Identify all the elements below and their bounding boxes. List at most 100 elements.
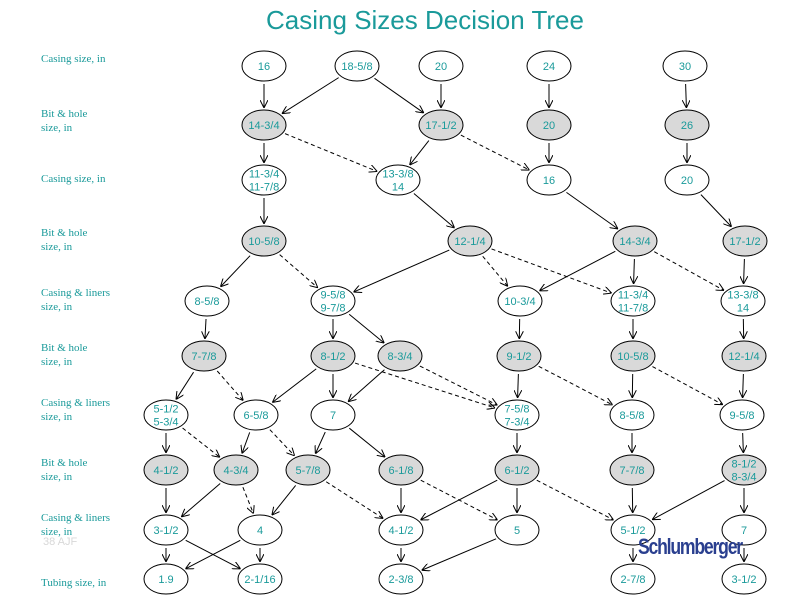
node-label: 2-1/16 (244, 574, 275, 586)
node-label: 13-3/8 (382, 169, 413, 181)
edge-b812-to-c758 (354, 362, 494, 408)
node-casing-c1134b: 11-3/411-7/8 (610, 285, 656, 317)
bit-ellipse (418, 109, 464, 141)
node-label: 7 (330, 410, 336, 422)
node-label: 16 (543, 175, 555, 187)
edge-c512-to-b434 (182, 427, 220, 457)
bit-ellipse (721, 454, 767, 486)
edge-c958-to-b834 (348, 313, 383, 342)
edge-b912-to-c858b (538, 365, 612, 404)
casing-ellipse (526, 164, 572, 196)
node-casing-c1034: 10-3/4 (497, 285, 543, 317)
casing-ellipse (334, 50, 380, 82)
casing-ellipse (497, 285, 543, 317)
node-label: 2-7/8 (620, 574, 645, 586)
node-bit-b778: 7-7/8 (181, 340, 227, 372)
row-label-bit-1: Bit & hole size, in (41, 108, 88, 134)
row-label-bit-4: Bit & hole size, in (41, 457, 88, 483)
edge-b912-to-c758 (518, 373, 519, 397)
edges-layer (166, 77, 744, 570)
casing-ellipse (233, 399, 279, 431)
edge-b1214-to-c1034 (482, 255, 507, 285)
casing-ellipse (526, 50, 572, 82)
node-bit-b912: 9-1/2 (496, 340, 542, 372)
casing-ellipse (237, 514, 283, 546)
edge-b778-to-c512 (177, 371, 194, 398)
node-label: 1.9 (158, 574, 173, 586)
casing-ellipse (241, 164, 287, 196)
node-label: 9-5/8 (729, 410, 754, 422)
edge-b1434b-to-c1338b (654, 251, 723, 290)
bit-ellipse (664, 109, 710, 141)
casing-ellipse (609, 399, 655, 431)
casing-ellipse (378, 514, 424, 546)
node-label: 4-1/2 (153, 465, 178, 477)
node-label: 9-1/2 (506, 351, 531, 363)
node-label: 20 (543, 120, 555, 132)
edge-b578-to-c412 (325, 481, 382, 518)
node-bit-b26: 26 (664, 109, 710, 141)
node-label: 11-3/4 (249, 169, 279, 181)
node-casing-c512: 5-1/25-3/4 (143, 399, 189, 431)
edge-c7-to-b578 (316, 431, 326, 453)
node-casing-c4: 4 (237, 514, 283, 546)
edge-c1338-to-b1214 (413, 193, 454, 227)
edge-b1712-to-c16b (460, 134, 529, 169)
edge-c658-to-b434 (242, 432, 251, 452)
edge-b434-to-c312 (182, 483, 221, 517)
node-bit-b434: 4-3/4 (213, 454, 259, 486)
node-label: 12-1/4 (454, 236, 485, 248)
node-tubing-t19: 1.9 (143, 563, 189, 595)
node-label: 16 (258, 61, 270, 73)
edge-b1434b-to-c1034 (540, 250, 616, 290)
node-label: 5-3/4 (153, 417, 178, 429)
node-casing-c7: 7 (310, 399, 356, 431)
edge-b812b-to-c512b (653, 480, 725, 520)
edge-b1214-to-c958 (354, 249, 450, 292)
node-label: 14 (737, 303, 749, 315)
row-label-casing-liners-2: Casing & liners size, in (41, 397, 111, 423)
node-label: 4-1/2 (388, 525, 413, 537)
node-label: 7-5/8 (504, 404, 529, 416)
edge-b778-to-c658 (216, 370, 242, 400)
bit-ellipse (377, 340, 423, 372)
casing-ellipse (184, 285, 230, 317)
tubing-ellipse (143, 563, 189, 595)
row-label-casing-liners-1: Casing & liners size, in (41, 287, 111, 313)
edge-c5-to-t238 (423, 538, 497, 570)
edge-c1858-to-b1434 (283, 77, 339, 113)
node-casing-c20b: 20 (664, 164, 710, 196)
row-label-bit-2: Bit & hole size, in (41, 227, 88, 253)
casing-ellipse (494, 399, 540, 431)
node-casing-c958b: 9-5/8 (719, 399, 765, 431)
edge-b812-to-c658 (273, 368, 317, 402)
bit-ellipse (310, 340, 356, 372)
casing-ellipse (375, 164, 421, 196)
node-label: 7 (741, 525, 747, 537)
node-bit-b1434: 14-3/4 (241, 109, 287, 141)
node-label: 14-3/4 (248, 120, 279, 132)
bit-ellipse (181, 340, 227, 372)
node-casing-c24: 24 (526, 50, 572, 82)
node-bit-b412: 4-1/2 (143, 454, 189, 486)
edge-c1858-to-b1712 (374, 77, 424, 112)
node-label: 20 (435, 61, 447, 73)
node-casing-c30: 30 (662, 50, 708, 82)
bit-ellipse (494, 454, 540, 486)
node-bit-b1712: 17-1/2 (418, 109, 464, 141)
node-label: 8-3/4 (731, 472, 756, 484)
node-label: 12-1/4 (728, 351, 759, 363)
node-casing-c758: 7-5/87-3/4 (494, 399, 540, 431)
node-bit-b1434b: 14-3/4 (612, 225, 658, 257)
casing-ellipse (721, 514, 767, 546)
node-casing-c658: 6-5/8 (233, 399, 279, 431)
casing-ellipse (664, 164, 710, 196)
bit-ellipse (285, 454, 331, 486)
edge-c958b-to-b812b (743, 432, 744, 452)
node-label: 5-1/2 (153, 404, 178, 416)
edge-b1214b-to-c958b (743, 373, 744, 397)
node-label: 11-7/8 (618, 303, 648, 315)
node-casing-c1338: 13-3/814 (375, 164, 421, 196)
page-title: Casing Sizes Decision Tree (266, 5, 584, 35)
node-casing-c16: 16 (241, 50, 287, 82)
